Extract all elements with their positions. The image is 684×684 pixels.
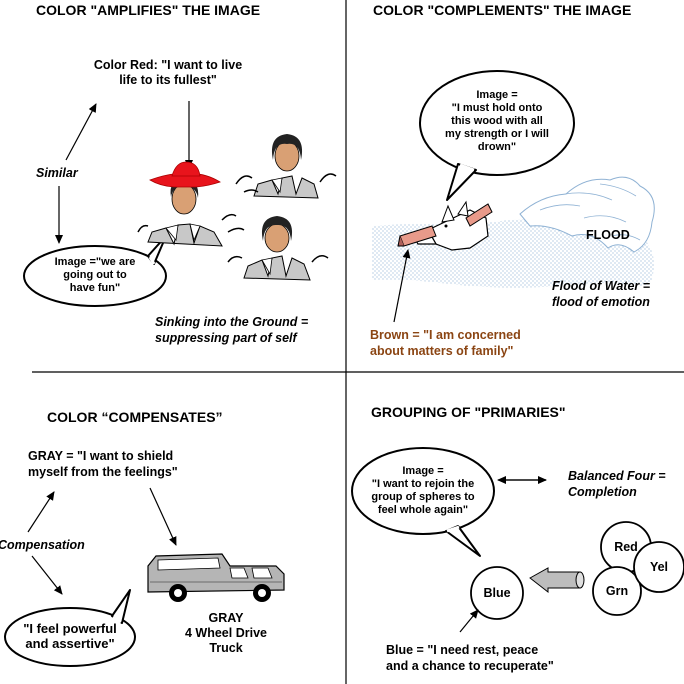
- flood-caption-line-2: flood of emotion: [552, 295, 650, 309]
- arrow-blue-label: [459, 609, 479, 633]
- color-red-line-2: life to its fullest": [119, 73, 217, 87]
- arrow-gray-to-truck: [149, 487, 177, 546]
- bubble-hold-onto-wood: [419, 70, 575, 201]
- truck-caption-line-3: Truck: [209, 641, 243, 655]
- woman-red-hat-figure: [137, 161, 245, 247]
- bubble-feel-powerful: [4, 589, 136, 667]
- sphere-blue-label: Blue: [483, 586, 511, 600]
- bubble-hold-wood-line-2: "I must hold onto: [451, 102, 543, 114]
- balanced-line-1: Balanced Four =: [568, 469, 666, 483]
- bubble-hold-wood-line-5: drown": [477, 141, 517, 153]
- sphere-red-label: Red: [614, 540, 638, 554]
- gray-shield-line-2: myself from the feelings": [28, 465, 178, 479]
- title-amplifies: COLOR "AMPLIFIES" THE IMAGE: [36, 2, 261, 18]
- bubble-rejoin-group: [351, 447, 495, 557]
- arrow-compensation-down: [31, 555, 63, 595]
- bubble-powerful-line-1: "I feel powerful: [23, 621, 117, 636]
- compensation-label: Compensation: [0, 538, 85, 552]
- blue-rest-caption: Blue = "I need rest, peace and a chance …: [386, 642, 554, 674]
- arrow-similar-up: [65, 103, 97, 161]
- brown-caption: Brown = "I am concerned about matters of…: [370, 327, 521, 359]
- blue-rest-line-1: Blue = "I need rest, peace: [386, 643, 539, 657]
- sphere-grn-label: Grn: [605, 584, 629, 598]
- color-red-label: Color Red: "I want to live life to its f…: [72, 58, 264, 88]
- gray-block-arrow: [529, 567, 585, 594]
- bubble-hold-wood-line-3: this wood with all: [451, 115, 543, 127]
- title-primaries: GROUPING OF "PRIMARIES": [371, 404, 566, 420]
- bubble-rejoin-line-1: Image =: [402, 465, 444, 477]
- brown-caption-line-2: about matters of family": [370, 344, 514, 358]
- balanced-line-2: Completion: [568, 485, 637, 499]
- bubble-rejoin-line-3: group of spheres to: [371, 491, 475, 503]
- flood-label: FLOOD: [586, 228, 630, 242]
- sinking-caption-line-2: suppressing part of self: [155, 331, 297, 345]
- sinking-caption-line-1: Sinking into the Ground =: [155, 315, 309, 329]
- arrow-compensation-up: [27, 491, 55, 533]
- bubble-rejoin-line-4: feel whole again": [377, 504, 469, 516]
- color-red-line-1: Color Red: "I want to live: [93, 58, 243, 72]
- truck-caption-line-1: GRAY: [208, 611, 244, 625]
- title-complements: COLOR "COMPLEMENTS" THE IMAGE: [373, 2, 632, 18]
- woman-figure-top: [235, 134, 337, 199]
- bubble-we-are-going-out: [23, 235, 167, 307]
- bubble-text-going-out: Image ="we are going out to have fun": [28, 256, 162, 295]
- bubble-text-hold-wood: Image = "I must hold onto this wood with…: [424, 89, 570, 154]
- truck-caption-line-2: 4 Wheel Drive: [185, 626, 267, 640]
- woman-figure-bottom: [227, 216, 329, 281]
- similar-label: Similar: [36, 166, 78, 180]
- truck-caption: GRAY 4 Wheel Drive Truck: [176, 611, 276, 656]
- sphere-yel-label: Yel: [649, 560, 669, 574]
- flood-of-water-caption: Flood of Water = flood of emotion: [552, 278, 650, 310]
- gray-truck-figure: [147, 553, 285, 602]
- bubble-hold-wood-line-4: my strength or I will: [445, 128, 549, 140]
- bubble-going-out-line-2: going out to: [63, 269, 127, 281]
- title-compensates: COLOR “COMPENSATES”: [47, 409, 223, 425]
- bubble-powerful-line-2: and assertive": [25, 636, 115, 651]
- sinking-caption: Sinking into the Ground = suppressing pa…: [155, 314, 308, 346]
- flood-caption-line-1: Flood of Water =: [552, 279, 651, 293]
- bubble-text-rejoin: Image = "I want to rejoin the group of s…: [355, 465, 491, 517]
- balanced-four-caption: Balanced Four = Completion: [568, 468, 666, 500]
- drowning-animal-figure: [397, 200, 493, 251]
- sphere-blue: [470, 566, 524, 620]
- bubble-rejoin-line-2: "I want to rejoin the: [371, 478, 475, 490]
- blue-rest-line-2: and a chance to recuperate": [386, 659, 554, 673]
- bubble-going-out-line-3: have fun": [69, 282, 121, 294]
- bubble-text-powerful: "I feel powerful and assertive": [8, 621, 132, 651]
- sphere-grn: [592, 566, 642, 616]
- brown-caption-line-1: Brown = "I am concerned: [370, 328, 521, 342]
- sphere-yel: [633, 541, 684, 593]
- bubble-hold-wood-line-1: Image =: [476, 89, 518, 101]
- bubble-going-out-line-1: Image ="we are: [54, 256, 136, 268]
- arrow-brown: [393, 249, 411, 323]
- gray-shield-caption: GRAY = "I want to shield myself from the…: [28, 448, 178, 480]
- gray-shield-line-1: GRAY = "I want to shield: [28, 449, 174, 463]
